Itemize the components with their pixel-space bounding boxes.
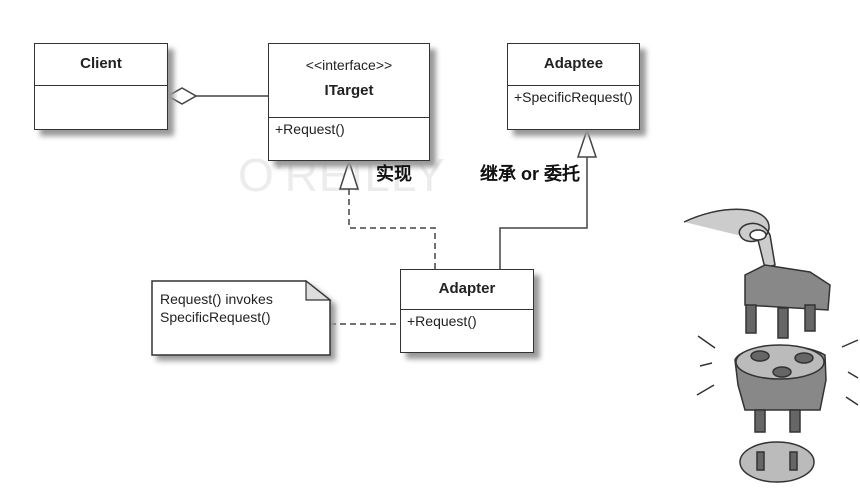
note: Request() invokes SpecificRequest() (160, 290, 273, 326)
class-adapter: Adapter +Request() (400, 269, 534, 353)
note-line: SpecificRequest() (160, 309, 271, 325)
class-name: Adaptee (508, 44, 639, 86)
class-client: Client (34, 43, 168, 130)
class-adaptee: Adaptee +SpecificRequest() (507, 43, 640, 130)
class-name: Client (35, 44, 167, 86)
note-line: Request() invokes (160, 291, 273, 307)
realization-line (348, 189, 436, 269)
operation: +Request() (275, 121, 345, 137)
class-name: ITarget (324, 82, 374, 99)
inheritance-arrowhead (576, 127, 598, 158)
plug-illustration (683, 208, 859, 483)
operation: +SpecificRequest() (514, 89, 633, 105)
class-itarget: <<interface>> ITarget +Request() (268, 43, 430, 161)
operation: +Request() (407, 313, 477, 329)
realization-arrowhead (338, 158, 360, 190)
inheritance-line (499, 157, 588, 269)
inheritance-label: 继承 or 委托 (480, 164, 581, 184)
note-shape (151, 279, 332, 356)
stereotype: <<interface>> (305, 57, 393, 73)
realization-label: 实现 (376, 164, 412, 184)
aggregation-diamond (166, 87, 198, 105)
class-name: Adapter (401, 270, 533, 310)
